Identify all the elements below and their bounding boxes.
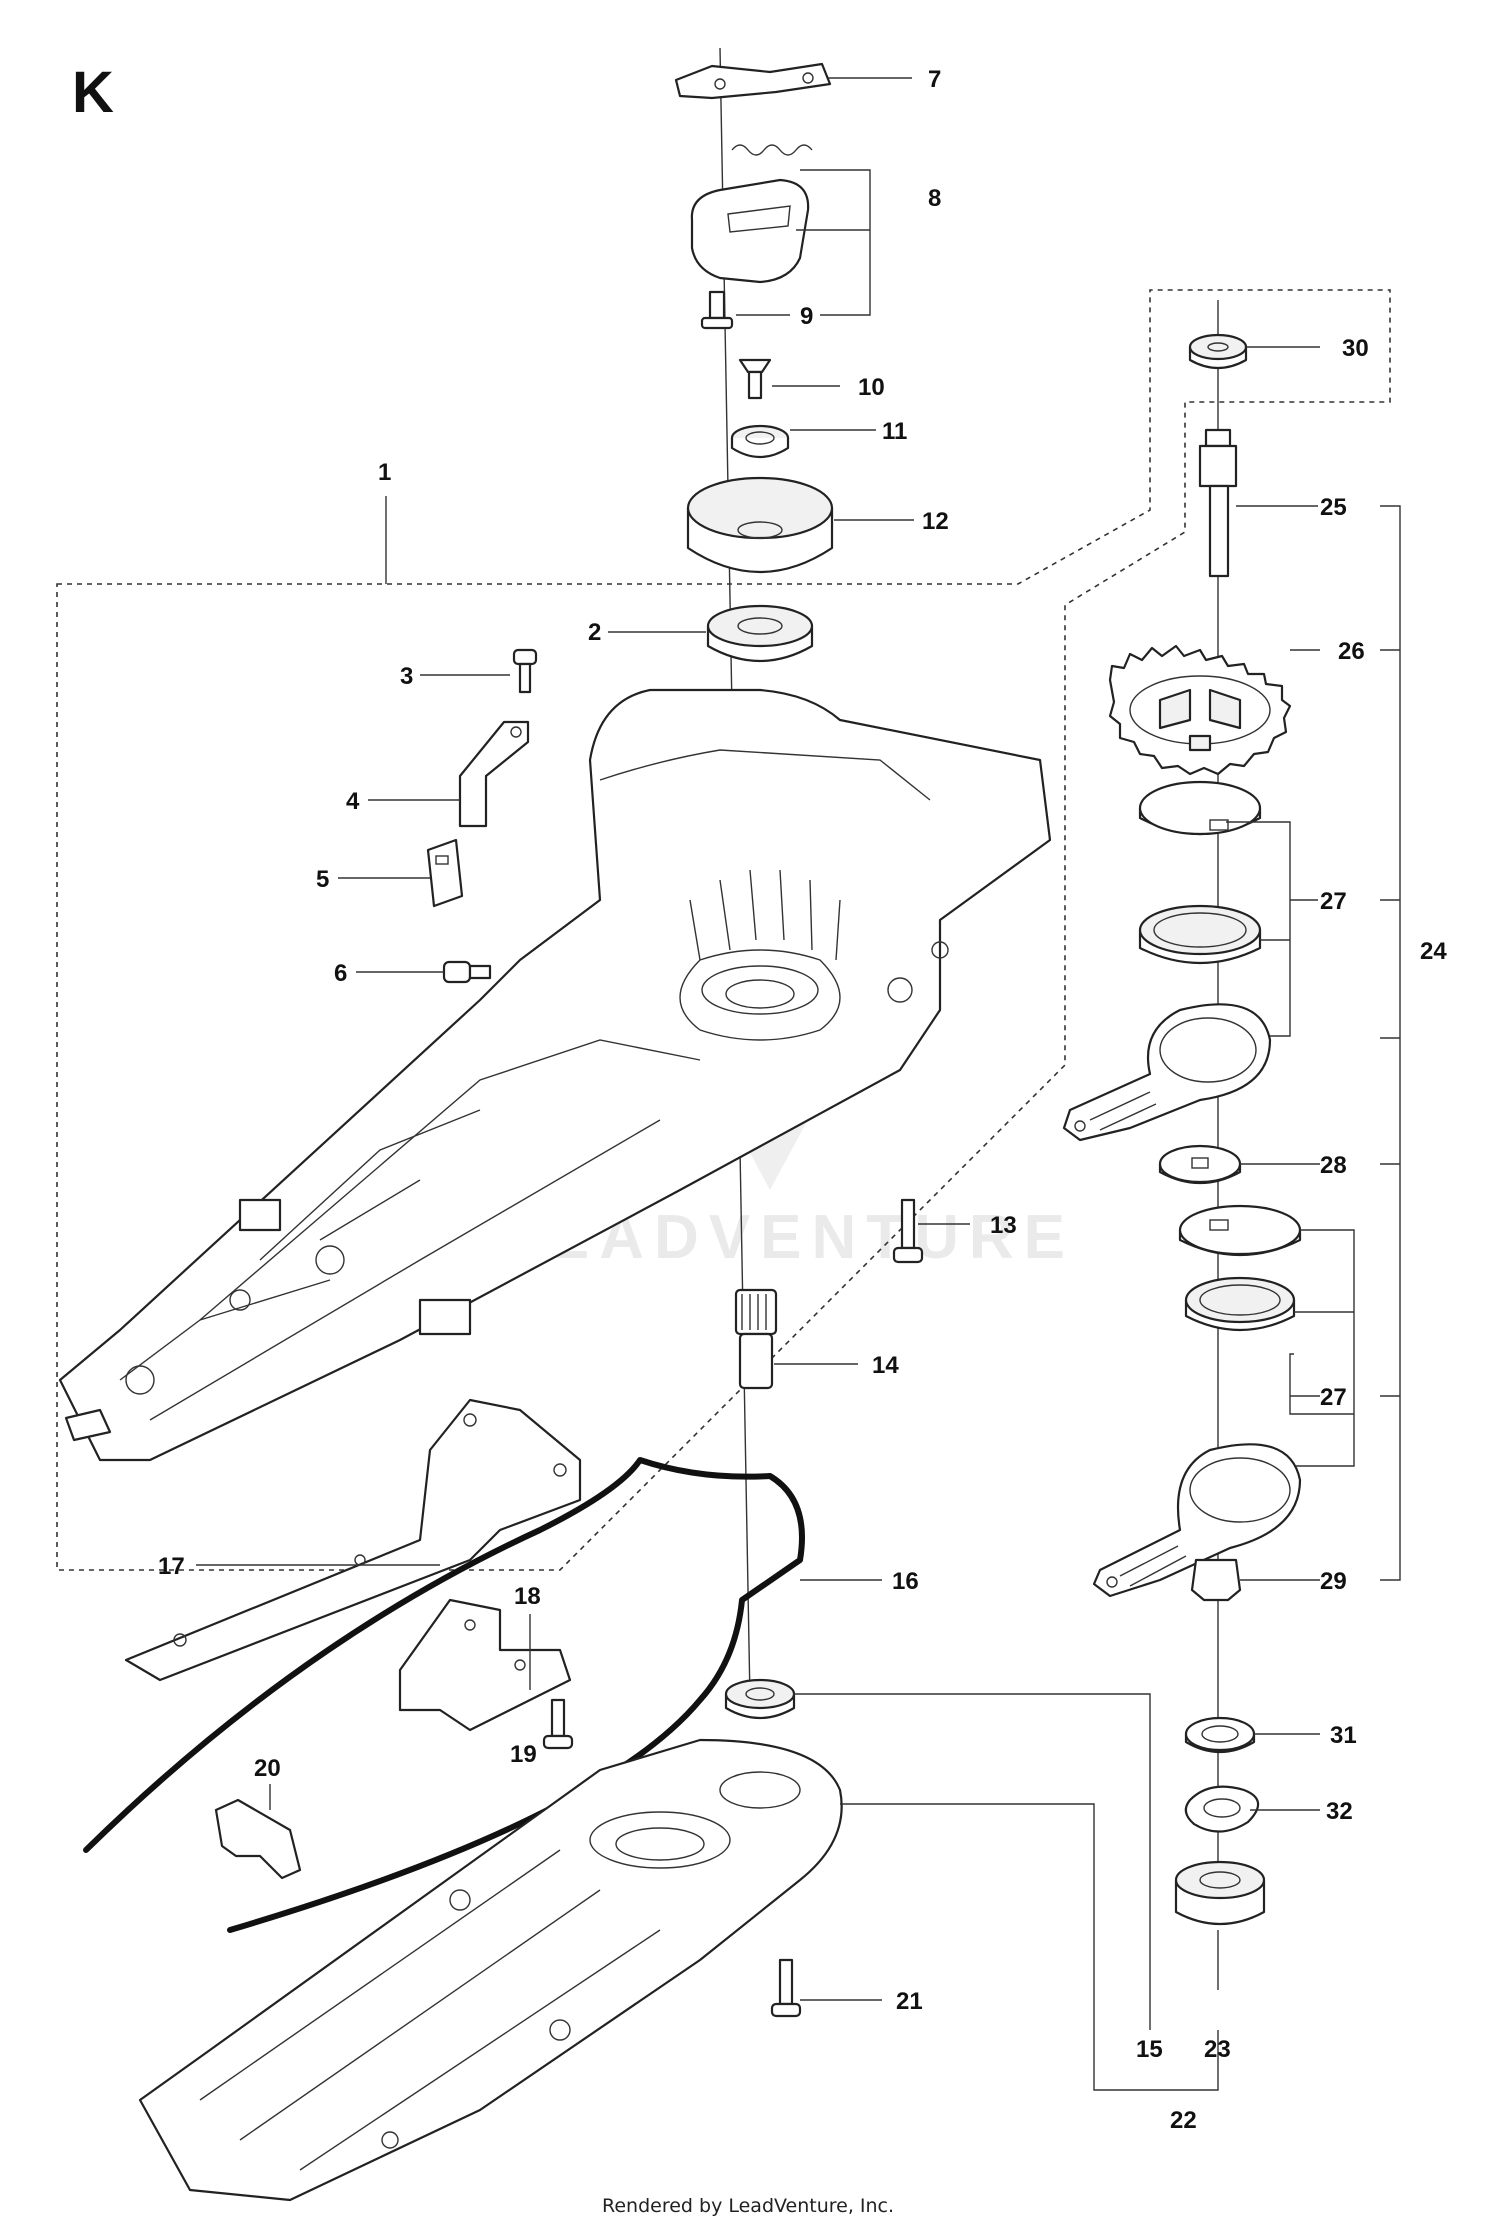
callout-15: 15: [1136, 2036, 1163, 2063]
part-11-bushing: [730, 424, 790, 459]
part-8-spring-cam: [690, 144, 813, 284]
part-27-disc-lower: [1178, 1204, 1302, 1257]
callout-9: 9: [800, 303, 813, 330]
part-21-screw: [770, 1958, 802, 2018]
assembly-1-boundary: [56, 289, 1391, 1571]
part-25-shaft: [1198, 428, 1238, 578]
part-27-crank-upper: [1062, 1003, 1272, 1142]
callout-1: 1: [378, 459, 391, 486]
footer-credit: Rendered by LeadVenture, Inc.: [602, 2195, 894, 2217]
callout-6: 6: [334, 960, 347, 987]
callout-19: 19: [510, 1741, 537, 1768]
callout-25: 25: [1320, 494, 1347, 521]
part-13-screw: [892, 1198, 924, 1264]
callout-8: 8: [928, 185, 941, 212]
callout-31: 31: [1330, 1722, 1357, 1749]
callout-21: 21: [896, 1988, 923, 2015]
part-31-ring: [1184, 1716, 1256, 1753]
part-27-disc-upper: [1138, 780, 1262, 836]
section-letter: K: [72, 60, 114, 125]
part-15-bearing: [724, 1678, 796, 1719]
part-20-clip: [214, 1798, 302, 1880]
callout-11: 11: [882, 418, 907, 445]
callout-22: 22: [1170, 2107, 1197, 2134]
callout-16: 16: [892, 1568, 919, 1595]
part-26-gear: [1108, 644, 1292, 776]
part-27-needle-ring-upper: [1138, 904, 1262, 965]
callout-3: 3: [400, 663, 413, 690]
part-2-bearing: [706, 604, 814, 662]
lower-cover: [138, 1738, 843, 2202]
callout-2: 2: [588, 619, 601, 646]
callout-27-upper: 27: [1320, 888, 1347, 915]
part-7-plate: [674, 62, 832, 100]
callout-24: 24: [1420, 938, 1447, 965]
part-9-screw: [700, 290, 734, 330]
part-17-plate: [124, 1398, 582, 1682]
callout-28: 28: [1320, 1152, 1347, 1179]
part-1-gear-housing: [58, 688, 1052, 1462]
callout-20: 20: [254, 1755, 281, 1782]
callout-23: 23: [1204, 2036, 1231, 2063]
part-3-screw: [512, 648, 538, 694]
part-27-crank-lower: [1092, 1443, 1302, 1598]
part-28-washer: [1158, 1144, 1242, 1185]
part-12-cup: [686, 476, 834, 573]
callout-30: 30: [1342, 335, 1369, 362]
callout-18: 18: [514, 1583, 541, 1610]
part-10-screw: [738, 358, 772, 400]
part-19-screw: [542, 1698, 574, 1750]
callout-17: 17: [158, 1553, 185, 1580]
callout-26: 26: [1338, 638, 1365, 665]
part-32-circlip: [1184, 1785, 1260, 1833]
part-18-bracket: [398, 1598, 572, 1732]
part-5-clip: [426, 838, 464, 908]
callout-10: 10: [858, 374, 885, 401]
part-4-bracket: [458, 720, 530, 828]
callout-32: 32: [1326, 1798, 1353, 1825]
part-23-bearing: [1174, 1860, 1266, 1926]
part-14-pinion: [734, 1288, 778, 1390]
leader-lines: [196, 77, 1401, 2091]
part-29-nut: [1190, 1558, 1242, 1602]
part-27-needle-ring-lower: [1184, 1276, 1296, 1331]
callout-13: 13: [990, 1212, 1017, 1239]
callout-4: 4: [346, 788, 360, 815]
callout-29: 29: [1320, 1568, 1347, 1595]
part-6-nipple: [442, 960, 492, 984]
part-30-bearing: [1188, 333, 1248, 370]
callout-12: 12: [922, 508, 949, 535]
callout-5: 5: [316, 866, 329, 893]
callout-7: 7: [928, 66, 941, 93]
callout-14: 14: [872, 1352, 899, 1379]
callout-labels: 1 2 3 4 5 6 7 8 9 10 11 12 13 14 15 16 1…: [158, 66, 1447, 2134]
callout-27-lower: 27: [1320, 1384, 1347, 1411]
